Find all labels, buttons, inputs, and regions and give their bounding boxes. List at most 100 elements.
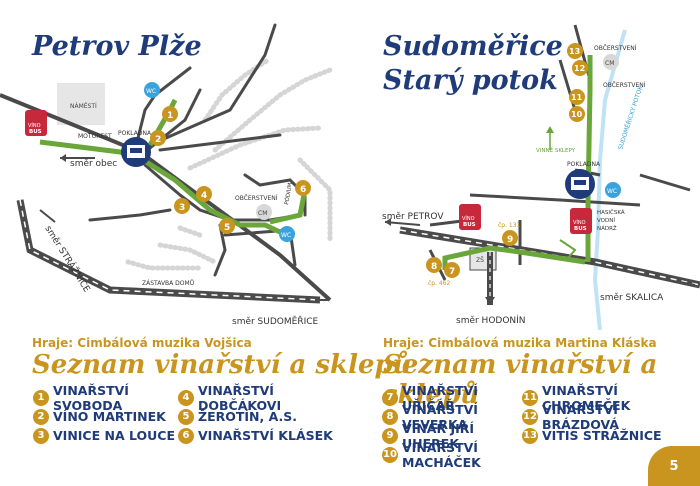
marker-10: 10 — [571, 110, 583, 119]
list-number: 13 — [522, 427, 538, 444]
marker-2-dot[interactable] — [150, 130, 166, 146]
marker-7: 7 — [449, 267, 455, 277]
winery-name: VINAŘSTVÍ MACHÁČEK — [402, 439, 481, 470]
marker-6-dot[interactable] — [295, 180, 311, 196]
marker-11: 11 — [571, 93, 583, 102]
marker-4-dot[interactable] — [196, 186, 212, 202]
pokladna-label-left: POKLADNA — [118, 130, 152, 137]
cm-circle-right — [603, 54, 619, 70]
motorest-label: MOTOREST — [78, 133, 112, 140]
marker-12: 12 — [574, 64, 585, 73]
obcerstveni-label-left: OBČERSTVENÍ — [235, 195, 278, 202]
zs-label: ZŠ — [476, 257, 484, 264]
marker-5: 5 — [224, 223, 230, 233]
obcerstveni-label-r2: OBČERSTVENÍ — [603, 82, 646, 89]
cp462-label: čp. 462 — [428, 280, 451, 287]
left-markers: 1 2 3 4 5 6 — [150, 106, 311, 234]
left-highway-dash — [19, 199, 321, 301]
cp131-label: čp. 131 — [498, 222, 521, 229]
list-number: 4 — [178, 389, 194, 406]
marker-1: 1 — [167, 111, 173, 121]
marker-1-dot[interactable] — [162, 106, 178, 122]
hasicska-label-2: VODNÍ — [597, 217, 615, 224]
marker-11-dot[interactable] — [569, 89, 585, 105]
left-list-title: Seznam vinařství a sklepů — [32, 350, 412, 380]
list-number: 11 — [522, 389, 538, 406]
smer-hodonin-label: směr HODONÍN — [456, 314, 526, 326]
marker-7-dot[interactable] — [444, 262, 460, 278]
left-title: Petrov Plže — [32, 31, 202, 62]
obcerstveni-label-r1: OBČERSTVENÍ — [594, 45, 637, 52]
right-route-west — [442, 245, 586, 270]
list-number: 2 — [33, 408, 49, 425]
hasicska-label-1: HASIČSKÁ — [597, 209, 625, 216]
pokladna-label-right: POKLADNA — [567, 161, 601, 168]
left-band: Hraje: Cimbálová muzika Vojšica — [32, 336, 252, 350]
winery-name: VINAŘSTVÍ VEVERKA — [402, 401, 478, 432]
winery-name: VINAŘ JIŘÍ UHEREK — [402, 420, 475, 451]
marker-6: 6 — [300, 185, 306, 195]
bus-vino-left: VÍNO — [28, 122, 41, 129]
marker-3-dot[interactable] — [174, 198, 190, 214]
obec-arrow-head — [60, 154, 66, 162]
left-main-road — [0, 93, 332, 302]
winery-name: VINAŘSTVÍ CHROMEČEK — [542, 382, 631, 413]
marker-13-dot[interactable] — [567, 43, 583, 59]
bus-icon — [570, 208, 592, 234]
right-title-line2: Starý potok — [383, 65, 558, 96]
hodonin-arrow-head — [485, 297, 495, 305]
marker-9-dot[interactable] — [502, 230, 518, 246]
right-title-line1: Sudoměřice — [383, 31, 563, 62]
list-number: 5 — [178, 408, 194, 425]
right-band: Hraje: Cimbálová muzika Martina Kláska — [383, 336, 657, 350]
zastavba-label: ZÁSTAVBA DOMŮ — [142, 280, 194, 287]
list-number: 1 — [33, 389, 49, 406]
podium-label: PÓDIUM — [283, 182, 294, 205]
cm-label-right: CM — [605, 60, 614, 67]
winery-name: VINAŘSTVÍ BRÁZDOVÁ — [542, 401, 620, 432]
list-number: 6 — [178, 427, 194, 444]
marker-10-dot[interactable] — [569, 106, 585, 122]
marker-12-dot[interactable] — [572, 60, 588, 76]
right-list-title: Seznam vinařství a sklepů — [383, 350, 658, 410]
stream — [592, 29, 627, 331]
marker-2: 2 — [155, 135, 161, 145]
left-route-podium — [269, 189, 308, 225]
marker-8-dot[interactable] — [426, 257, 442, 273]
petrov-arrow-head — [385, 218, 391, 226]
winery-name: VINAŘSTVÍ KLÁSEK — [198, 428, 333, 443]
bus-bus-left: BUS — [29, 129, 42, 135]
right-markers: 7 8 9 10 11 12 13 — [426, 43, 588, 278]
list-number: 7 — [382, 389, 398, 406]
list-number: 10 — [382, 446, 398, 463]
winery-name: VINAŘSTVÍ SVOBODA — [53, 382, 129, 413]
right-map: SUDOMĚŘICKÝ POTOK ZŠ OBČER — [382, 24, 700, 331]
marker-13: 13 — [569, 47, 580, 56]
list-number: 8 — [382, 408, 398, 425]
smer-petrov-label: směr PETROV — [382, 212, 444, 222]
marker-4: 4 — [201, 191, 207, 201]
marker-5-dot[interactable] — [219, 218, 235, 234]
wc-text-right: WC — [607, 188, 617, 195]
namesti-square — [57, 83, 105, 125]
cash-register-screen-r — [574, 180, 586, 185]
namesti-label: NÁMĚSTÍ — [70, 102, 97, 110]
bus-icon — [459, 204, 481, 230]
winery-name: VITIS STRÁŽNICE — [542, 428, 662, 443]
list-number: 3 — [33, 427, 49, 444]
bus-bus-r2: BUS — [574, 226, 587, 232]
